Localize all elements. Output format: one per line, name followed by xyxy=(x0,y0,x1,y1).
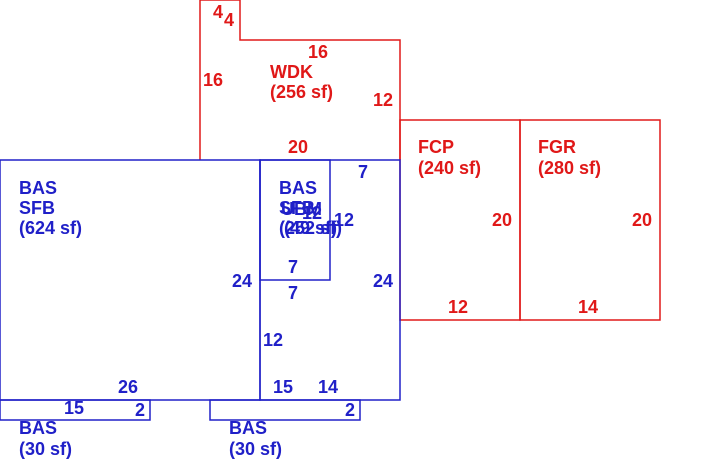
dim-bottom-26: 26 xyxy=(118,377,138,397)
bas-left-small-code: BAS xyxy=(19,418,57,438)
bas-right-area-a: (252 sf) xyxy=(279,218,342,238)
dim-wdk-16-top: 16 xyxy=(308,42,328,62)
dim-right-24: 24 xyxy=(373,271,393,291)
bas-main-area: (624 sf) xyxy=(19,218,82,238)
bas-right-small-area: (30 sf) xyxy=(229,439,282,459)
bas-main-sub: SFB xyxy=(19,198,55,218)
dim-wdk-top-4a: 4 xyxy=(213,2,223,22)
blue-outlines xyxy=(0,159,401,421)
dim-right-7-top: 7 xyxy=(358,162,368,182)
fgr-code: FGR xyxy=(538,137,576,157)
bas-left-small-outline xyxy=(0,399,151,421)
fgr-outline xyxy=(519,119,661,321)
bas-right-code: BAS xyxy=(279,178,317,198)
dim-bottom-15-right: 15 xyxy=(273,377,293,397)
wdk-area: (256 sf) xyxy=(270,82,333,102)
dim-fgr-14: 14 xyxy=(578,297,598,317)
dim-wdk-top-4b: 4 xyxy=(224,10,234,30)
bas-right-small-code: BAS xyxy=(229,418,267,438)
dim-bottom-14: 14 xyxy=(318,377,338,397)
dim-inner-7-b: 7 xyxy=(288,283,298,303)
bas-right-area-b: (49 sf) xyxy=(284,218,337,238)
dim-main-24: 24 xyxy=(232,271,252,291)
dim-fcp-20: 20 xyxy=(492,210,512,230)
dim-fgr-20: 20 xyxy=(632,210,652,230)
ubm-outline xyxy=(259,159,331,281)
dim-right-12: 12 xyxy=(263,330,283,350)
dim-inner-7-a: 7 xyxy=(288,257,298,277)
bas-main-code: BAS xyxy=(19,178,57,198)
bas-right-sub-a: SFB xyxy=(279,198,315,218)
fcp-code: FCP xyxy=(418,137,454,157)
fcp-area: (240 sf) xyxy=(418,158,481,178)
dim-small-15: 15 xyxy=(64,398,84,418)
wdk-outline xyxy=(199,0,401,160)
dim-fcp-12: 12 xyxy=(448,297,468,317)
wdk-code: WDK xyxy=(270,62,313,82)
dim-small-2-left: 2 xyxy=(135,400,145,420)
dim-small-2-right: 2 xyxy=(345,400,355,420)
bas-right-sub-b: UBM xyxy=(281,199,322,219)
bas-left-small-area: (30 sf) xyxy=(19,439,72,459)
dim-inner-12: 12 xyxy=(334,210,354,230)
fgr-area: (280 sf) xyxy=(538,158,601,178)
bas-right-small-outline xyxy=(209,399,361,421)
dim-wdk-20: 20 xyxy=(288,137,308,157)
dim-wdk-12: 12 xyxy=(373,90,393,110)
dim-wdk-16-left: 16 xyxy=(203,70,223,90)
dim-overlap-12: 12 xyxy=(302,203,322,223)
